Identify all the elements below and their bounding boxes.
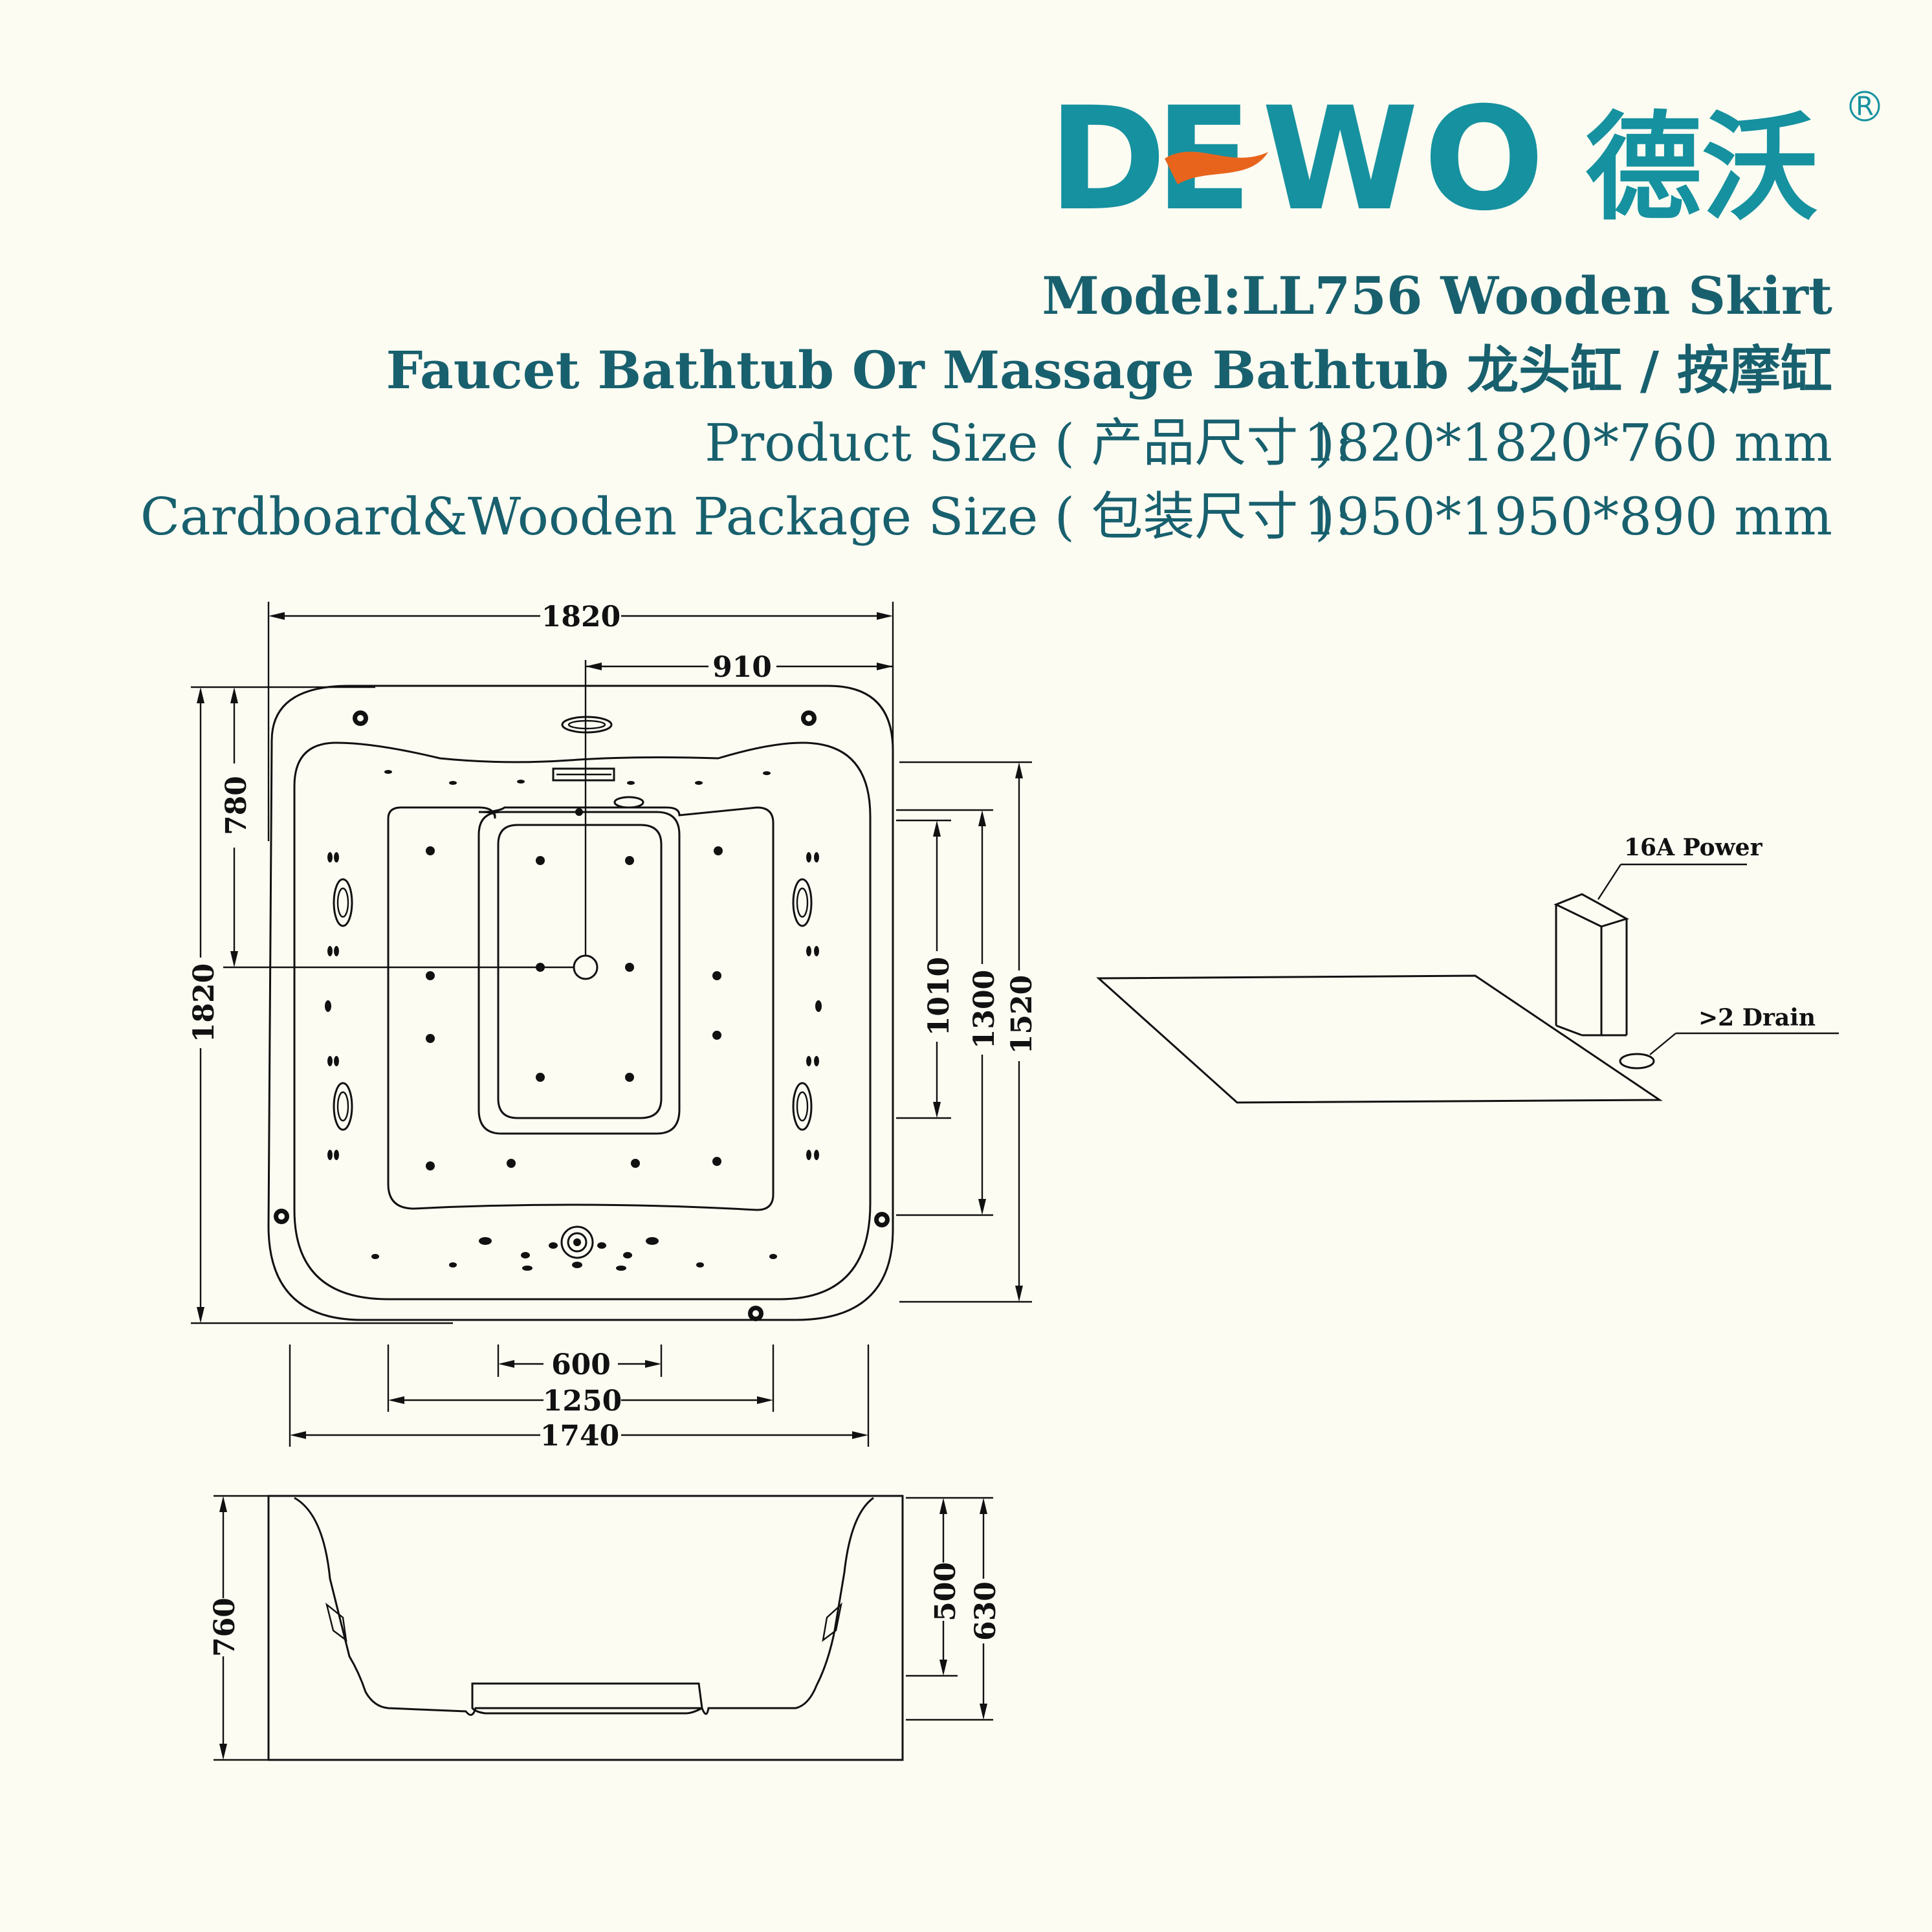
dim-width-1820: 1820 <box>267 600 894 841</box>
dim-label-780: 780 <box>220 776 253 835</box>
tub-inner-rim <box>293 741 872 1301</box>
logo-letter-w: W <box>1262 76 1419 242</box>
dim-label-760: 760 <box>208 1597 241 1657</box>
dim-right-1300: 1300 <box>896 809 1001 1216</box>
drain-label: >2 Drain <box>1698 1004 1816 1031</box>
power-box-icon <box>1553 893 1629 1037</box>
dim-bottom-600: 600 <box>497 1345 663 1381</box>
side-tub-profile <box>294 1497 874 1716</box>
corner-screws <box>274 710 890 1321</box>
model-title: Model:LL756 Wooden Skirt <box>1042 265 1832 326</box>
dim-drain-780: 780 <box>220 686 574 969</box>
brand-logo: D E W O 德沃 R <box>1048 76 1880 242</box>
bottom-rim-controls <box>371 1225 777 1271</box>
floor-drain-icon <box>1619 1053 1655 1070</box>
logo-flame-icon <box>1165 151 1268 184</box>
left-wall-jets <box>325 852 353 1160</box>
dim-label-1520: 1520 <box>1005 975 1038 1054</box>
dim-side-760: 760 <box>208 1495 269 1761</box>
side-jet-right <box>822 1602 842 1642</box>
side-skirt <box>267 1495 904 1761</box>
dim-half-910: 910 <box>584 651 893 956</box>
drain-icon <box>573 954 598 980</box>
dim-label-1820-top: 1820 <box>542 600 620 633</box>
dim-bottom-1740: 1740 <box>289 1345 870 1453</box>
product-size-label: Product Size ( 产品尺寸 ): <box>705 413 1352 473</box>
drain-leader <box>1649 1033 1676 1055</box>
dim-label-500: 500 <box>929 1562 962 1621</box>
dim-bottom-1250: 1250 <box>387 1345 774 1418</box>
dim-label-910: 910 <box>712 651 772 684</box>
power-label: 16A Power <box>1624 834 1763 861</box>
side-view: 760 500 630 <box>208 1495 1002 1761</box>
right-wall-jets <box>792 852 822 1160</box>
dim-label-1820-left: 1820 <box>188 963 221 1042</box>
waterfall-faucet-icon <box>552 767 615 782</box>
registered-mark: R <box>1856 92 1874 122</box>
registered-mark-icon <box>1849 91 1880 122</box>
installation-diagram: 16A Power >2 Drain <box>1096 834 1839 1104</box>
header: Model:LL756 Wooden Skirt Faucet Bathtub … <box>140 265 1832 547</box>
seat-outer <box>387 806 774 1211</box>
logo-letter-d: D <box>1048 76 1167 242</box>
logo-chinese: 德沃 <box>1585 101 1818 236</box>
dim-height-1820: 1820 <box>188 686 453 1324</box>
air-jets <box>426 808 723 1170</box>
package-size-label: Cardboard&Wooden Package Size ( 包装尺寸 ): <box>140 487 1352 547</box>
rim-jets-top <box>384 770 771 785</box>
side-jet-left <box>325 1602 347 1642</box>
dim-right-1520: 1520 <box>899 761 1038 1303</box>
dim-label-630: 630 <box>969 1581 1002 1641</box>
logo-letter-o: O <box>1423 76 1544 242</box>
footwell-inner <box>497 824 663 1119</box>
dim-label-1010: 1010 <box>923 957 956 1036</box>
overflow-icon <box>613 796 644 809</box>
pillow-icon <box>561 716 613 734</box>
product-size-value: 1820*1820*760 mm <box>1304 413 1832 473</box>
dim-label-600: 600 <box>551 1348 611 1381</box>
top-view: 1820 910 780 18 <box>188 600 1038 1453</box>
footwell-outer <box>478 811 681 1135</box>
dim-right-1010: 1010 <box>896 819 956 1119</box>
dim-label-1740: 1740 <box>540 1420 619 1453</box>
floor-platform <box>1096 974 1663 1104</box>
dim-side-500: 500 <box>906 1497 962 1677</box>
dim-side-630: 630 <box>906 1497 1002 1721</box>
power-leader <box>1597 864 1622 900</box>
dim-label-1300: 1300 <box>968 970 1001 1049</box>
pillow-inner <box>567 719 606 730</box>
bathtub-type: Faucet Bathtub Or Massage Bathtub 龙头缸 / … <box>386 340 1832 401</box>
package-size-value: 1950*1950*890 mm <box>1304 487 1832 547</box>
dim-label-1250: 1250 <box>543 1385 622 1418</box>
side-tub-bottom <box>471 1682 703 1715</box>
